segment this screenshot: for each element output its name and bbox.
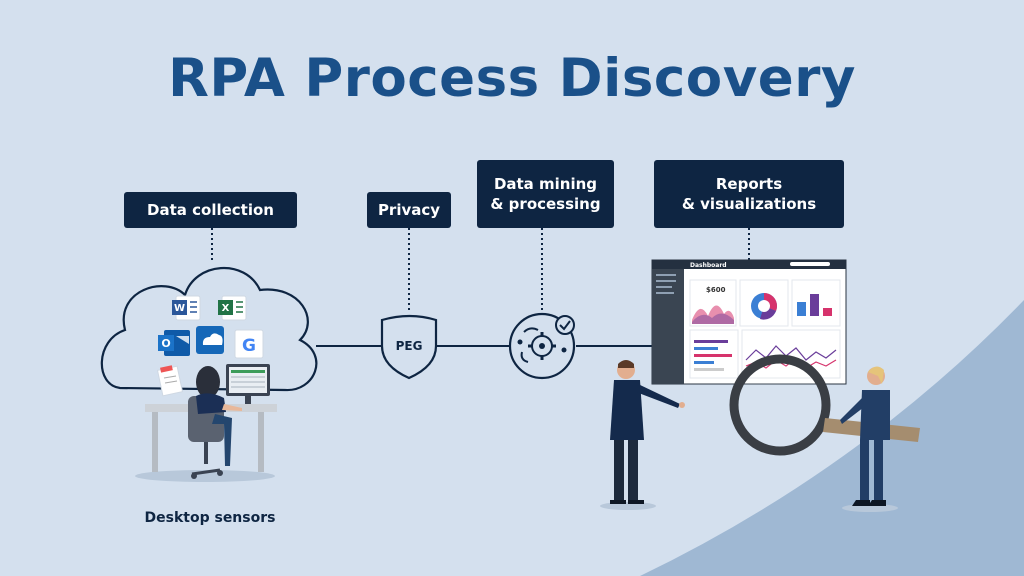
svg-text:G: G — [242, 336, 256, 356]
check-badge-icon — [555, 315, 575, 335]
step-label-privacy: Privacy — [367, 192, 451, 228]
woman-holding-illustration — [840, 366, 898, 512]
svg-text:X: X — [222, 303, 230, 314]
step-label-data-mining: Data mining & processing — [477, 160, 614, 228]
step-label-data-collection: Data collection — [124, 192, 297, 228]
google-icon: G — [234, 329, 264, 359]
svg-text:O: O — [161, 337, 170, 350]
man-pointing-illustration — [600, 360, 685, 510]
desktop-sensors-caption: Desktop sensors — [144, 510, 276, 526]
outlook-icon: O — [158, 330, 190, 356]
shield-text: PEG — [396, 339, 423, 353]
excel-icon: X — [218, 295, 247, 321]
background-swoosh — [640, 300, 1024, 576]
dashboard-title: Dashboard — [690, 262, 727, 269]
desk-worker-illustration — [135, 364, 277, 482]
dashboard-screen: Dashboard $600 — [651, 259, 847, 385]
onedrive-icon — [196, 326, 224, 354]
step-label-reports: Reports & visualizations — [654, 160, 844, 228]
page-title: RPA Process Discovery — [168, 48, 856, 109]
cloud-outline — [100, 266, 318, 392]
notepad-icon — [156, 365, 184, 397]
shield-icon: PEG — [380, 314, 438, 380]
word-icon: W — [172, 295, 201, 321]
svg-text:W: W — [174, 303, 185, 314]
dashboard-kpi: $600 — [706, 286, 726, 294]
